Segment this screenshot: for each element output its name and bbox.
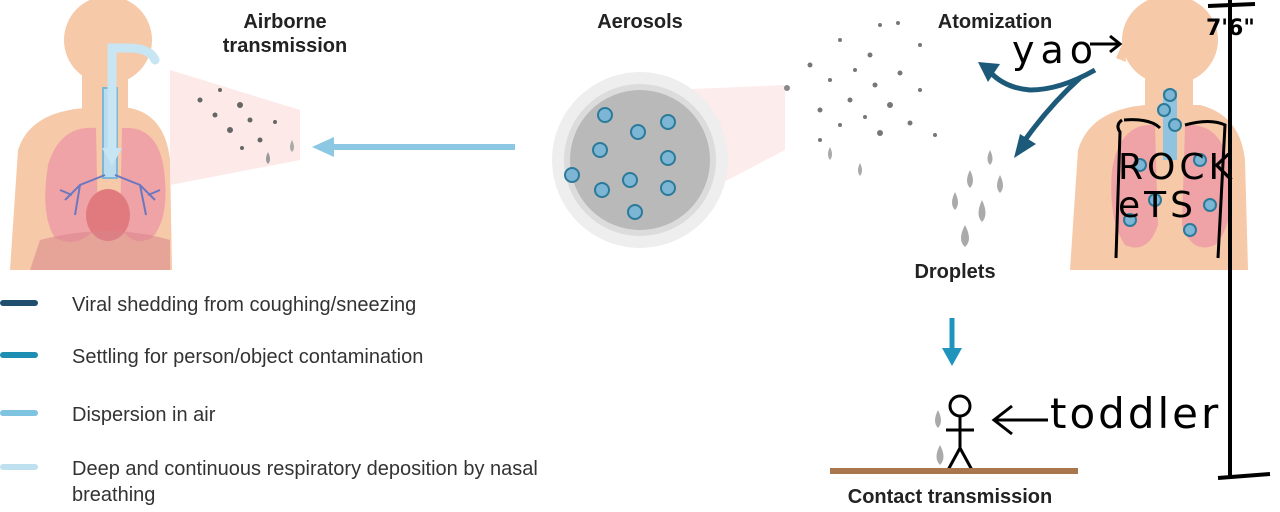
handwritten-rockets-line2: eTS	[1118, 185, 1197, 226]
left-heart	[86, 189, 130, 241]
contact-transmission-label: Contact transmission	[847, 486, 1053, 508]
legend-item-coughing: Viral shedding from coughing/sneezing	[0, 292, 612, 326]
legend-text-dispersion: Dispersion in air	[72, 404, 216, 426]
legend-text-deposition: Deep and continuous respiratory depositi…	[72, 458, 538, 506]
legend-swatch-dispersion	[0, 410, 38, 416]
virus-particles	[564, 107, 676, 220]
handwritten-rockets-line1: ROCK	[1118, 147, 1237, 188]
legend-swatch-coughing	[0, 300, 38, 306]
left-airway-arrow	[107, 43, 160, 155]
airborne-label-line2: transmission	[222, 35, 348, 57]
legend-text-coughing: Viral shedding from coughing/sneezing	[72, 294, 417, 316]
left-head	[64, 0, 152, 84]
left-lung-right	[120, 127, 166, 242]
yao-arrow	[1090, 34, 1123, 54]
left-airway-arrow-head	[102, 148, 122, 166]
left-diaphragm	[30, 231, 170, 270]
left-lung-left	[45, 127, 98, 242]
handwritten-toddler: toddler	[1050, 389, 1222, 438]
legend: Viral shedding from coughing/sneezing Se…	[0, 292, 640, 511]
right-lung-left	[1111, 124, 1158, 248]
height-annotation: 7'6"	[1206, 16, 1255, 41]
airborne-particle-cone	[170, 70, 300, 185]
ground-surface	[830, 468, 1078, 474]
legend-swatch-settling	[0, 352, 38, 358]
cough-arrows	[978, 62, 1097, 158]
legend-item-deposition: Deep and continuous respiratory depositi…	[0, 456, 612, 512]
stick-figure-toddler	[935, 394, 974, 471]
droplets-cluster	[952, 150, 1003, 247]
legend-item-dispersion: Dispersion in air	[0, 402, 612, 436]
aerosols-label: Aerosols	[597, 11, 683, 33]
atomization-label: Atomization	[937, 11, 1053, 33]
legend-text-settling: Settling for person/object contamination	[72, 346, 424, 368]
airborne-label-line1: Airborne	[243, 11, 327, 33]
airborne-transmission-label: Airborne transmission	[190, 10, 380, 58]
hand-drawn-outline	[1114, 118, 1227, 259]
height-ruler	[1207, 0, 1271, 480]
left-bronchi	[59, 174, 161, 216]
legend-item-settling: Settling for person/object contamination	[0, 344, 612, 378]
droplets-label: Droplets	[914, 261, 996, 283]
right-human-figure	[1070, 0, 1248, 270]
handwritten-yao: yao	[1012, 28, 1100, 72]
dispersion-arrow	[312, 137, 515, 157]
right-head	[1122, 0, 1218, 85]
legend-swatch-deposition	[0, 464, 38, 470]
settling-arrow	[942, 318, 962, 366]
aerosol-sphere	[552, 72, 790, 248]
left-human-figure	[10, 0, 172, 270]
atomization-particles	[807, 21, 937, 176]
right-virus-particles	[1123, 88, 1217, 237]
toddler-arrow	[991, 404, 1048, 436]
right-nose	[1116, 40, 1126, 62]
